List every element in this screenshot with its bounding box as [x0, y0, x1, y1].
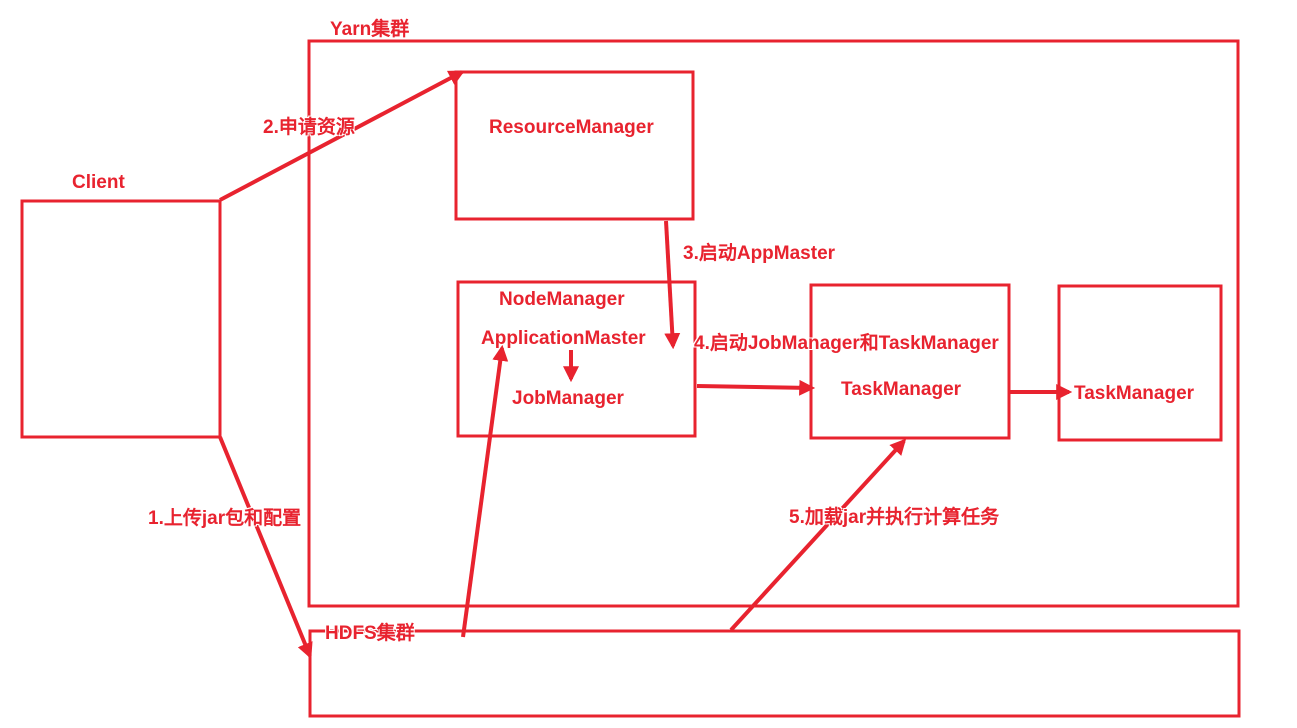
yarn-cluster-label: Yarn集群: [330, 19, 410, 40]
step3-label: 3.启动AppMaster: [683, 243, 836, 264]
client-box: [20, 199, 222, 439]
task-manager-box-2: [1057, 284, 1223, 442]
resource-manager-box: [454, 70, 695, 221]
node-manager-box: [456, 280, 697, 438]
hdfs-cluster-box: [308, 629, 1241, 718]
task-manager-label-2: TaskManager: [1074, 383, 1195, 404]
node-manager-label: NodeManager: [499, 289, 625, 310]
hdfs-cluster-label: HDFS集群: [325, 623, 415, 644]
arrow-step1-client-to-hdfs: [218, 436, 313, 659]
client-label: Client: [72, 172, 125, 193]
task-manager-label-1: TaskManager: [841, 379, 962, 400]
step1-label: 1.上传jar包和配置: [148, 508, 302, 529]
task-manager-box-1: [809, 283, 1011, 440]
arrow-step5-hdfs-to-task-manager: [729, 438, 907, 632]
job-manager-label: JobManager: [512, 388, 624, 409]
arrow-step3-resource-manager-to-node-manager: [664, 220, 681, 350]
step4-label: 4.启动JobManager和TaskManager: [694, 333, 999, 354]
yarn-cluster-box: [307, 39, 1240, 608]
arrow-hdfs-to-app-master: [461, 344, 509, 638]
step2-label: 2.申请资源: [263, 117, 355, 138]
application-master-label: ApplicationMaster: [481, 328, 646, 349]
arrow-step4-node-manager-to-task-manager: [696, 379, 816, 396]
arrow-step2-client-to-resource-manager: [219, 70, 465, 202]
step5-label: 5.加载jar并执行计算任务: [789, 507, 1000, 528]
resource-manager-label: ResourceManager: [489, 117, 654, 138]
